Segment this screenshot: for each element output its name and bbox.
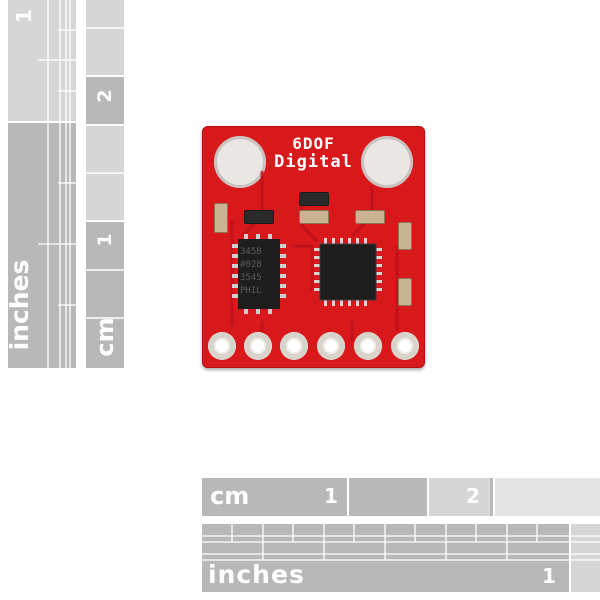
resistor-r1 bbox=[244, 210, 274, 224]
mounting-hole-left bbox=[214, 136, 266, 188]
pcb-board: 6DOF Digital bbox=[202, 126, 425, 368]
vertical-inch-unit: inches bbox=[5, 259, 34, 351]
capacitor-c3 bbox=[355, 210, 385, 224]
capacitor-c1 bbox=[214, 203, 228, 233]
horizontal-cm-label-2: 2 bbox=[466, 484, 480, 508]
mounting-hole-right bbox=[361, 136, 413, 188]
horizontal-cm-strip-light-2 bbox=[494, 478, 600, 516]
board-title-line1: 6DOF bbox=[292, 134, 335, 153]
header-pad-6 bbox=[391, 332, 419, 360]
ic-gyroscope bbox=[312, 236, 384, 308]
board-title-line2: Digital bbox=[274, 152, 353, 172]
horizontal-ruler-ticks bbox=[202, 478, 600, 592]
ic-accelerometer-pins bbox=[232, 234, 286, 314]
horizontal-cm-unit: cm bbox=[210, 482, 250, 510]
horizontal-inch-strip bbox=[202, 524, 600, 592]
horizontal-cm-strip-light bbox=[428, 478, 490, 516]
vertical-ruler: 1 inches 2 1 cm bbox=[5, 0, 124, 368]
horizontal-ruler: cm 1 2 inches 1 bbox=[202, 478, 600, 592]
ic-marking-line-1: 345B bbox=[240, 247, 262, 257]
header-pad-2 bbox=[244, 332, 272, 360]
ic-accelerometer-marking: 345B #028 3545 PHIL bbox=[240, 246, 280, 298]
vertical-ruler-ticks bbox=[8, 0, 124, 368]
capacitor-c2 bbox=[299, 210, 329, 224]
header-pad-1 bbox=[208, 332, 236, 360]
horizontal-inch-strip-light bbox=[570, 524, 600, 592]
vertical-cm-label-1: 1 bbox=[94, 233, 116, 247]
capacitor-c4 bbox=[398, 222, 412, 250]
ic-marking-line-3: 3545 bbox=[240, 273, 262, 283]
resistor-r2 bbox=[299, 192, 329, 206]
ic-accelerometer: 345B #028 3545 PHIL bbox=[232, 234, 286, 314]
horizontal-inch-label-1: 1 bbox=[542, 564, 556, 588]
capacitor-c5 bbox=[398, 278, 412, 306]
vertical-inch-label-1: 1 bbox=[12, 9, 36, 23]
ic-marking-line-4: PHIL bbox=[240, 286, 262, 296]
header-pad-5 bbox=[354, 332, 382, 360]
ic-gyroscope-body bbox=[314, 238, 382, 306]
vertical-inch-strip-light bbox=[8, 0, 76, 122]
header-pad-3 bbox=[280, 332, 308, 360]
horizontal-cm-label-1: 1 bbox=[324, 484, 338, 508]
horizontal-inch-unit: inches bbox=[208, 560, 305, 589]
vertical-cm-unit: cm bbox=[91, 317, 119, 357]
vertical-cm-label-2: 2 bbox=[94, 89, 116, 103]
ic-marking-line-2: #028 bbox=[240, 260, 262, 270]
header-pad-4 bbox=[317, 332, 345, 360]
vertical-cm-strip-light bbox=[86, 0, 124, 76]
